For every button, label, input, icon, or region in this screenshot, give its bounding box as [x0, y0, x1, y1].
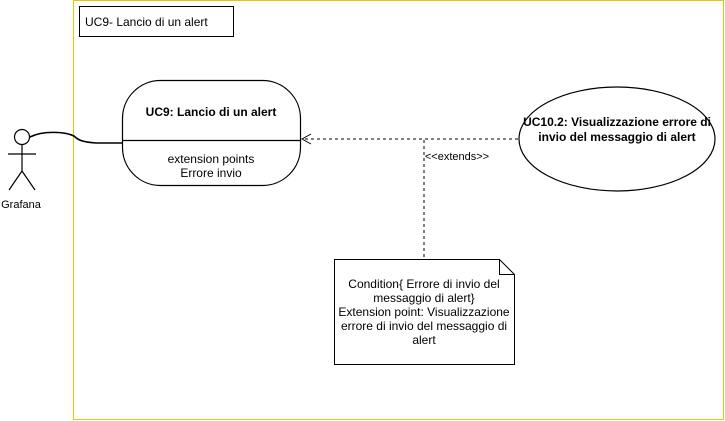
note-line-5: alert	[412, 333, 436, 347]
extends-label: <<extends>>	[425, 151, 489, 163]
actor-label: Grafana	[1, 199, 42, 211]
arrowhead-icon	[300, 133, 312, 145]
note-line-4: errore di invio del messaggio di	[341, 319, 507, 333]
system-title-box[interactable]: UC9- Lancio di un alert	[79, 6, 234, 37]
system-boundary[interactable]	[73, 0, 724, 420]
actor-icon	[8, 128, 36, 191]
extension-points-heading: extension points	[168, 152, 255, 166]
association-line[interactable]	[29, 131, 122, 144]
extends-relation[interactable]: <<extends>>	[300, 133, 518, 163]
note-line-2: messaggio di alert}	[373, 291, 474, 305]
use-case-extension-line1: UC10.2: Visualizzazione errore di	[523, 115, 711, 129]
use-case-extension[interactable]: UC10.2: Visualizzazione errore di invio …	[518, 86, 716, 192]
use-case-main[interactable]: UC9: Lancio di un alert extension points…	[121, 79, 302, 187]
actor-grafana[interactable]: Grafana	[1, 128, 42, 212]
system-title: UC9- Lancio di un alert	[85, 15, 208, 29]
condition-note[interactable]: Condition{ Errore di invio del messaggio…	[334, 259, 515, 365]
note-line-3: Extension point: Visualizzazione	[338, 305, 510, 319]
note-fold-icon	[499, 259, 515, 275]
use-case-extension-line2: invio del messaggio di alert	[538, 130, 695, 144]
note-line-1: Condition{ Errore di invio del	[348, 277, 499, 291]
extension-point-item: Errore invio	[180, 166, 242, 180]
use-case-main-title: UC9: Lancio di un alert	[146, 105, 277, 119]
